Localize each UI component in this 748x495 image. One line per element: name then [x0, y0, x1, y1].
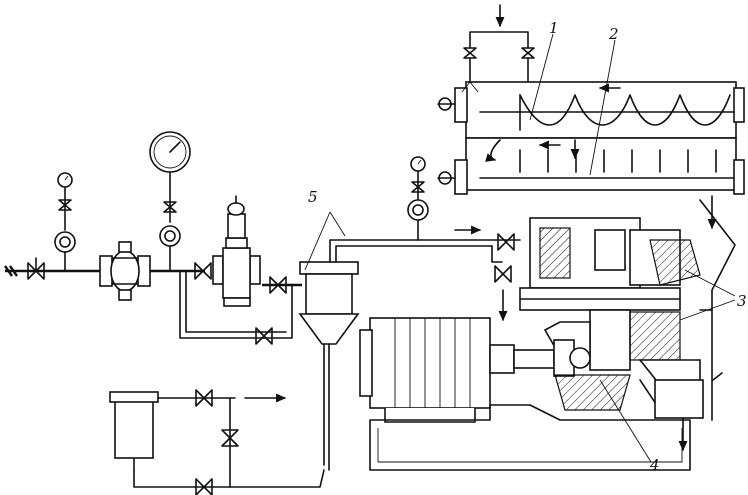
- leader-lines: [304, 33, 736, 463]
- label-4: 4: [649, 456, 660, 474]
- label-1: 1: [549, 19, 559, 37]
- feed-line: [329, 225, 521, 322]
- inlet-valve: [27, 257, 45, 280]
- label-5: 5: [308, 188, 318, 206]
- base-frame: [369, 374, 691, 471]
- separator-vessel: [298, 261, 360, 471]
- screw-conveyor: [437, 81, 745, 195]
- pressure-gauge-right: [407, 156, 429, 241]
- inlet-pipeline: [4, 265, 302, 339]
- bypass-valve: [255, 327, 273, 345]
- oil-filter: [109, 389, 325, 495]
- pressure-gauge-left: [54, 172, 76, 272]
- reducing-valve: [194, 195, 261, 307]
- inline-filter: [99, 241, 151, 301]
- electric-motor: [359, 317, 591, 423]
- valve-5: [269, 276, 287, 294]
- centrifuge-unit: [519, 195, 736, 452]
- pressure-gauge-main: [149, 131, 191, 272]
- spray-inlet: [461, 4, 535, 93]
- label-2: 2: [608, 25, 619, 43]
- label-3: 3: [737, 292, 747, 310]
